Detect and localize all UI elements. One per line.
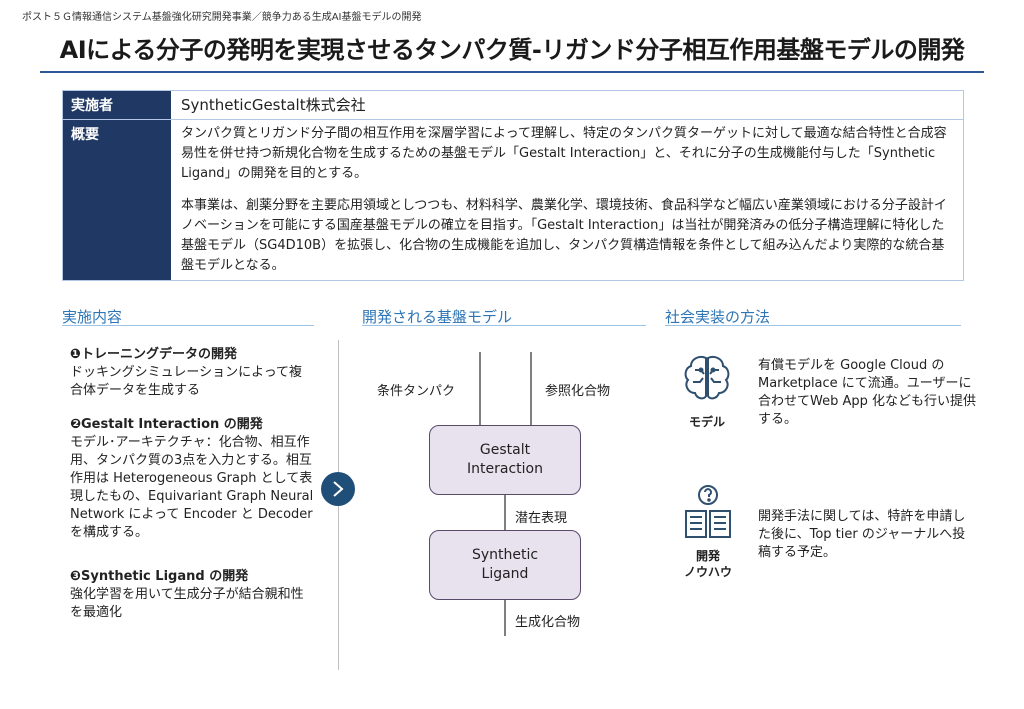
item-3-body: 強化学習を用いて生成分子が結合親和性を最適化 xyxy=(70,587,304,620)
implementer-value: SyntheticGestalt株式会社 xyxy=(181,96,366,114)
model-caption: モデル xyxy=(688,415,725,429)
knowhow-caption: 開発 ノウハウ xyxy=(673,548,743,580)
item-1-title: ❶トレーニングデータの開発 xyxy=(70,347,238,362)
knowhow-description: 開発手法に関しては、特許を申請した後に、Top tier のジャーナルへ投稿する… xyxy=(758,509,966,560)
gestalt-box-line2: Interaction xyxy=(467,461,543,477)
item-2-title: ❷Gestalt Interaction の開発 xyxy=(70,417,263,432)
overview-label: 概要 xyxy=(63,120,171,280)
item-3-title: ❸Synthetic Ligand の開発 xyxy=(70,569,249,584)
knowhow-caption-line2: ノウハウ xyxy=(683,565,732,579)
overview-value: タンパク質とリガンド分子間の相互作用を深層学習によって理解し、特定のタンパク質タ… xyxy=(171,120,963,280)
input-label-protein: 条件タンパク xyxy=(377,384,456,399)
knowhow-caption-line1: 開発 xyxy=(695,549,720,563)
input-label-reference: 参照化合物 xyxy=(545,384,611,399)
implementer-label: 実施者 xyxy=(63,91,171,119)
header-note: ポスト５Ｇ情報通信システム基盤強化研究開発事業／競争力ある生成AI基盤モデルの開… xyxy=(22,12,422,23)
synthetic-box-line2: Ligand xyxy=(481,566,529,582)
section-heading-implementation: 実施内容 xyxy=(62,308,123,326)
flow-line-latent xyxy=(504,495,506,530)
brain-icon xyxy=(684,356,730,400)
section-rule-right xyxy=(665,325,961,326)
implementation-list: ❶トレーニングデータの開発 ドッキングシミュレーションによって複合体データを生成… xyxy=(70,346,315,638)
gestalt-box-line1: Gestalt xyxy=(479,442,531,458)
overview-paragraph-2: 本事業は、創薬分野を主要応用領域としつつも、材料科学、農業化学、環境技術、食品科… xyxy=(181,198,947,273)
gestalt-interaction-box: Gestalt Interaction xyxy=(429,425,581,495)
synthetic-ligand-box: Synthetic Ligand xyxy=(429,530,581,600)
title-underline xyxy=(40,71,984,73)
page-title: AIによる分子の発明を実現させるタンパク質-リガンド分子相互作用基盤モデルの開発 xyxy=(59,36,965,64)
model-description: 有償モデルを Google Cloud の Marketplace にて流通。ユ… xyxy=(758,358,977,427)
info-table: 実施者 SyntheticGestalt株式会社 概要 タンパク質とリガンド分子… xyxy=(62,90,964,281)
section-rule-center xyxy=(362,325,646,326)
section-rule-left xyxy=(62,325,314,326)
item-2-body: モデル･アーキテクチャ：化合物、相互作用、タンパク質の3点を入力とする。相互作用… xyxy=(70,435,314,540)
flow-line-output xyxy=(504,600,506,636)
item-1-body: ドッキングシミュレーションによって複合体データを生成する xyxy=(70,365,303,398)
overview-row: 概要 タンパク質とリガンド分子間の相互作用を深層学習によって理解し、特定のタンパ… xyxy=(63,120,963,280)
flow-line-protein xyxy=(479,352,481,425)
flow-line-reference xyxy=(530,352,532,425)
chevron-right-icon xyxy=(333,481,344,497)
synthetic-box-line1: Synthetic xyxy=(471,547,539,563)
overview-paragraph-1: タンパク質とリガンド分子間の相互作用を深層学習によって理解し、特定のタンパク質タ… xyxy=(181,126,947,181)
latent-label: 潜在表現 xyxy=(515,511,568,526)
section-heading-model: 開発される基盤モデル xyxy=(362,308,513,326)
book-idea-icon xyxy=(685,485,731,538)
implementer-row: 実施者 SyntheticGestalt株式会社 xyxy=(63,91,963,120)
output-label: 生成化合物 xyxy=(515,615,581,630)
next-arrow-button[interactable] xyxy=(321,472,355,506)
section-heading-deployment: 社会実装の方法 xyxy=(665,308,771,326)
